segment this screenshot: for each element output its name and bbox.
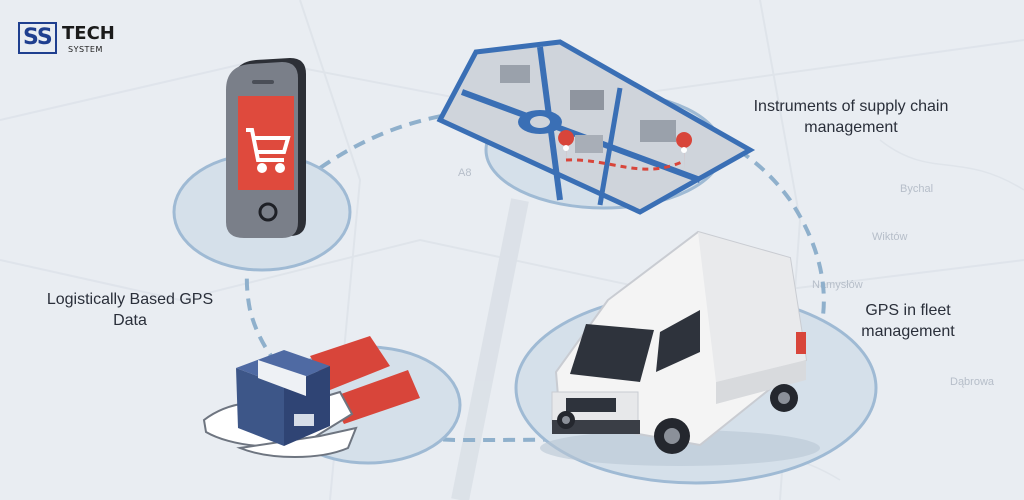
smartphone-icon [226, 58, 306, 238]
label-fleet-management: GPS in fleet management [861, 302, 955, 340]
label-gps-data: Logistically Based GPS Data [46, 291, 214, 329]
logo: SS TECH SYSTEM [18, 22, 115, 58]
label-supply-chain: Instruments of supply chain management [753, 98, 949, 136]
city-map-icon [436, 39, 756, 215]
logo-ss-mark: SS [18, 22, 57, 54]
map-fragment: Bychal [900, 183, 933, 195]
shopping-cart-icon [246, 128, 291, 173]
map-fragment: Namysłów [812, 279, 863, 291]
map-fragment: Dąbrowa [950, 376, 995, 388]
logo-system-text: SYSTEM [68, 45, 103, 54]
location-pin-icon [676, 132, 693, 170]
location-pin-icon [558, 130, 575, 168]
map-fragment: A8 [458, 167, 471, 179]
parcel-box-icon [236, 350, 330, 446]
map-fragment: Wiktów [872, 231, 908, 243]
logo-tech-text: TECH [62, 23, 115, 44]
delivery-van-icon [540, 230, 820, 466]
